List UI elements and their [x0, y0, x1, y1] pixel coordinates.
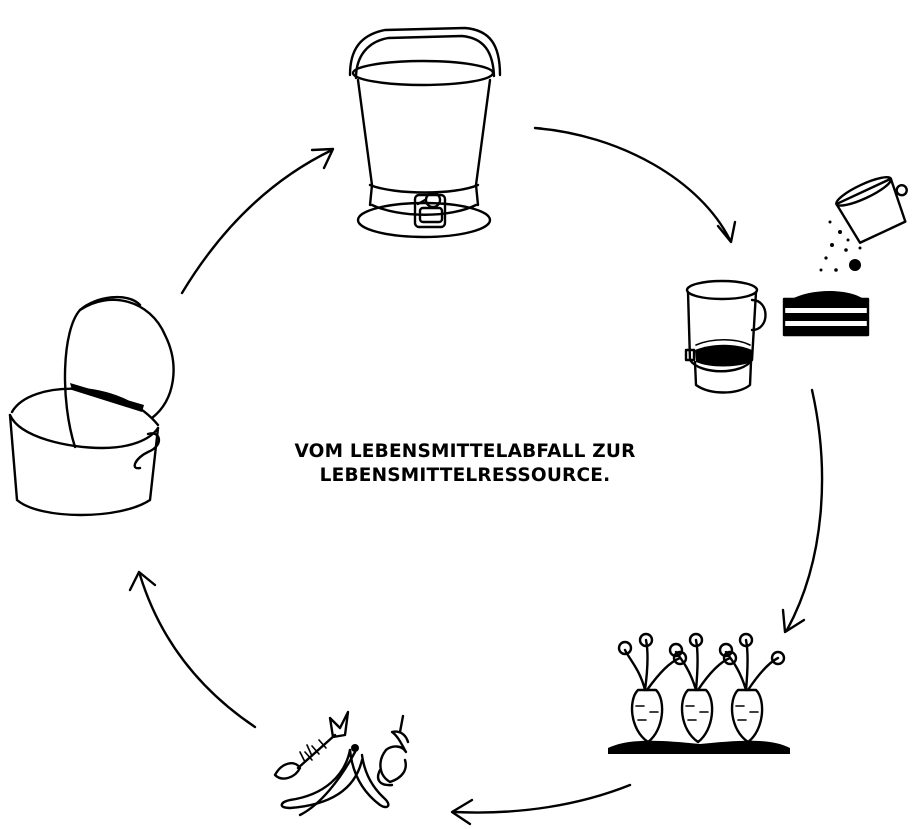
title-line-2: LEBENSMITTELRESSOURCE. [319, 465, 611, 486]
arrow-scraps-to-caddy [128, 570, 257, 729]
title-line-1: VOM LEBENSMITTELABFALL ZUR [294, 441, 636, 462]
food-scraps-icon [273, 710, 410, 817]
banana-peel [280, 744, 390, 817]
carrot [718, 632, 786, 744]
arrow-caddy-to-bucket [180, 147, 335, 295]
apple-core [376, 714, 410, 787]
kitchen-bucket-icon [348, 26, 502, 239]
carrot [668, 632, 738, 744]
fish-bone [273, 710, 350, 780]
arrow-carrots-to-scraps [450, 783, 632, 826]
compost-bucket-and-planter-icon [684, 176, 908, 394]
carrots-icon [608, 632, 790, 754]
falling-soil [819, 220, 862, 272]
carrot [617, 632, 688, 744]
arrow-bucket-to-compost [533, 126, 737, 244]
arrow-compost-to-carrots [781, 388, 824, 634]
cycle-arrows [128, 126, 824, 826]
open-caddy-icon [8, 295, 175, 517]
diagram-title: VOM LEBENSMITTELABFALL ZUR LEBENSMITTELR… [230, 440, 700, 488]
